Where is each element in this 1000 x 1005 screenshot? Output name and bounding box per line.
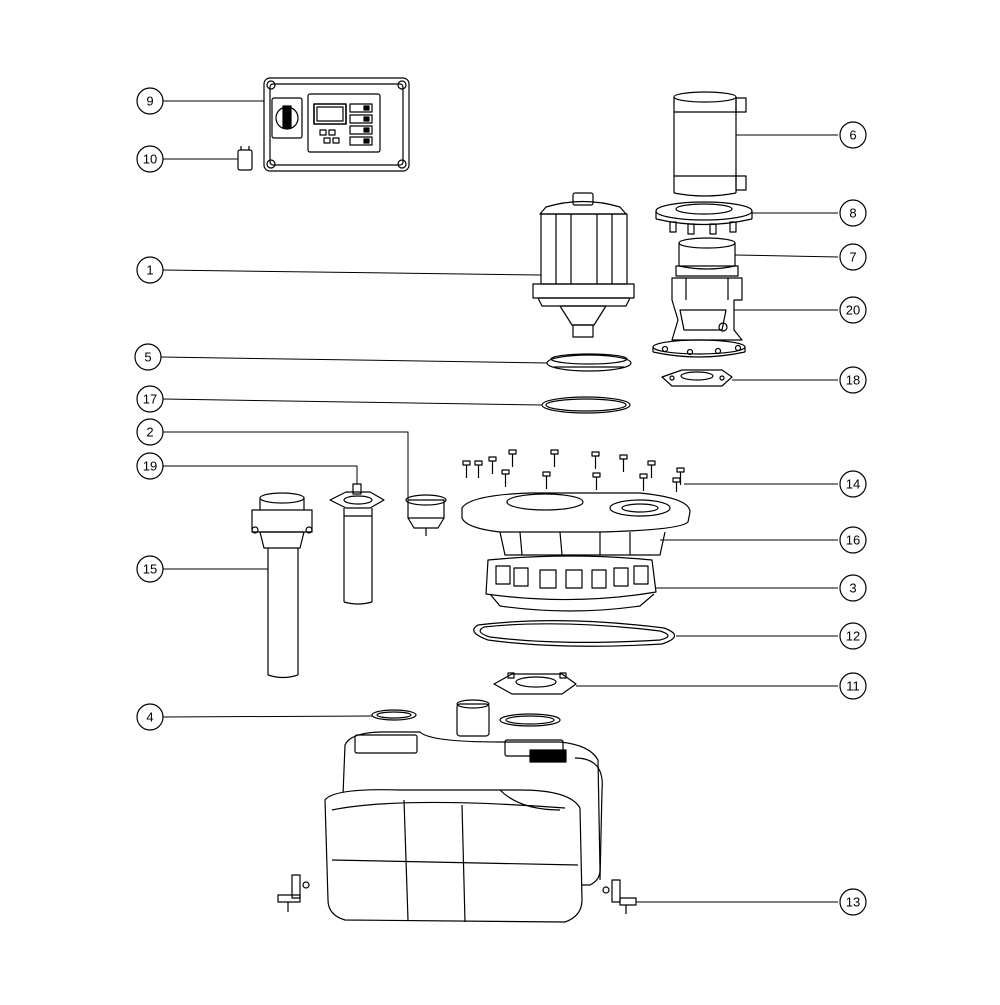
callout-label: 9 [146,94,153,109]
callout-label: 6 [849,128,856,143]
callout-17: 17 [136,385,164,413]
part-mounting-brackets [277,874,637,914]
part-screws [462,449,685,492]
part-pressure-pipe [251,492,313,679]
callout-3: 3 [839,574,867,602]
callout-5: 5 [134,343,162,371]
callout-label: 8 [849,206,856,221]
callout-label: 2 [146,425,153,440]
part-tank-base [324,699,603,923]
callout-13: 13 [839,888,867,916]
part-check-valve [652,277,746,358]
callout-2: 2 [136,418,164,446]
part-control-box [263,77,410,172]
callout-label: 3 [849,581,856,596]
callout-label: 12 [846,629,860,644]
callout-11: 11 [839,672,867,700]
callout-6: 6 [839,121,867,149]
part-sensor-tube [329,483,385,605]
callout-label: 13 [846,895,860,910]
part-sleeve [673,91,747,197]
callout-label: 17 [143,392,157,407]
callout-20: 20 [839,296,867,324]
part-o-ring-small [541,396,631,414]
callout-16: 16 [839,526,867,554]
callout-14: 14 [839,470,867,498]
callout-18: 18 [839,366,867,394]
callout-label: 14 [846,477,860,492]
callout-1: 1 [136,256,164,284]
callout-9: 9 [136,87,164,115]
callout-4: 4 [136,703,164,731]
callout-8: 8 [839,199,867,227]
callout-label: 16 [846,533,860,548]
part-ring-seal [371,709,417,721]
part-diaphragm-plate [546,353,632,372]
callout-label: 5 [144,350,151,365]
callout-label: 18 [846,373,860,388]
callout-label: 15 [143,562,157,577]
part-float [405,494,447,536]
callout-label: 10 [143,152,157,167]
callout-19: 19 [136,452,164,480]
part-impeller-housing [485,555,657,612]
callout-10: 10 [136,145,164,173]
callout-7: 7 [839,243,867,271]
leader-lines [160,100,839,903]
callout-label: 7 [849,250,856,265]
callout-label: 20 [846,303,860,318]
callout-15: 15 [136,555,164,583]
part-coupling [675,237,739,277]
callout-label: 1 [146,263,153,278]
part-large-gasket [473,620,676,647]
callout-label: 19 [143,459,157,474]
callout-label: 11 [846,679,860,694]
part-inlet-flange [493,672,577,695]
part-motor [532,192,635,338]
callout-12: 12 [839,622,867,650]
part-capacitor [237,146,253,171]
part-flange-top [655,201,753,235]
part-pump-housing [461,492,691,556]
part-gasket-plate [661,369,733,387]
callout-label: 4 [146,710,153,725]
